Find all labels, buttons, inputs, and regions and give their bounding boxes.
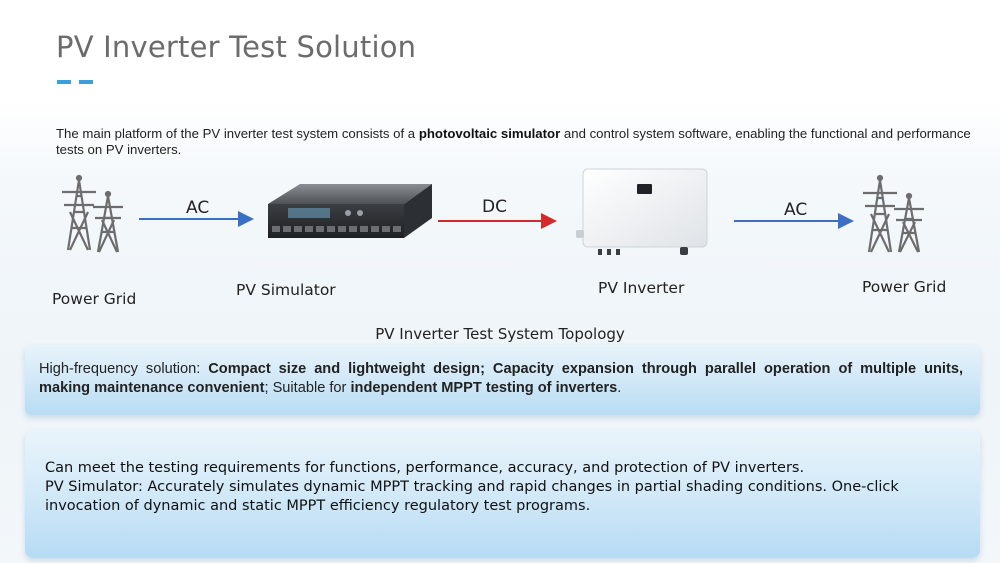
details-box-text: Can meet the testing requirements for fu…	[45, 459, 965, 516]
intro-text: The main platform of the PV inverter tes…	[56, 126, 419, 141]
details-line-2: PV Simulator: Accurately simulates dynam…	[45, 479, 899, 514]
dc-label: DC	[482, 197, 507, 217]
highlight-text: ; Suitable for	[264, 380, 351, 396]
intro-paragraph: The main platform of the PV inverter tes…	[56, 126, 986, 158]
pv-simulator-image	[268, 184, 432, 238]
details-line-1: Can meet the testing requirements for fu…	[45, 460, 805, 476]
pv-inverter-image	[576, 168, 708, 255]
highlight-box	[25, 345, 980, 415]
topology-caption: PV Inverter Test System Topology	[375, 325, 625, 343]
highlight-bold-text: independent MPPT testing of inverters	[350, 380, 618, 396]
intro-text: and control system software, enabling th…	[56, 126, 971, 157]
intro-bold-text: photovoltaic simulator	[418, 126, 561, 141]
power-grid-right-icon	[863, 174, 924, 253]
highlight-bold-text: Compact size and lightweight design; Cap…	[39, 361, 963, 396]
details-box	[25, 430, 980, 558]
highlight-text: High-frequency solution:	[39, 361, 209, 377]
power-grid-left-icon	[62, 174, 123, 253]
title-accent-dash	[79, 80, 93, 84]
page-title: PV Inverter Test Solution	[56, 30, 417, 64]
title-accent-dash	[57, 80, 71, 84]
highlight-box-text: High-frequency solution: Compact size an…	[39, 360, 963, 398]
highlight-text: .	[617, 380, 622, 396]
pv-simulator-label: PV Simulator	[236, 281, 336, 299]
ac-label-left: AC	[186, 198, 210, 218]
pv-inverter-label: PV Inverter	[598, 279, 685, 297]
power-grid-left-label: Power Grid	[52, 290, 137, 308]
power-grid-right-label: Power Grid	[862, 278, 947, 296]
ac-label-right: AC	[784, 200, 808, 220]
